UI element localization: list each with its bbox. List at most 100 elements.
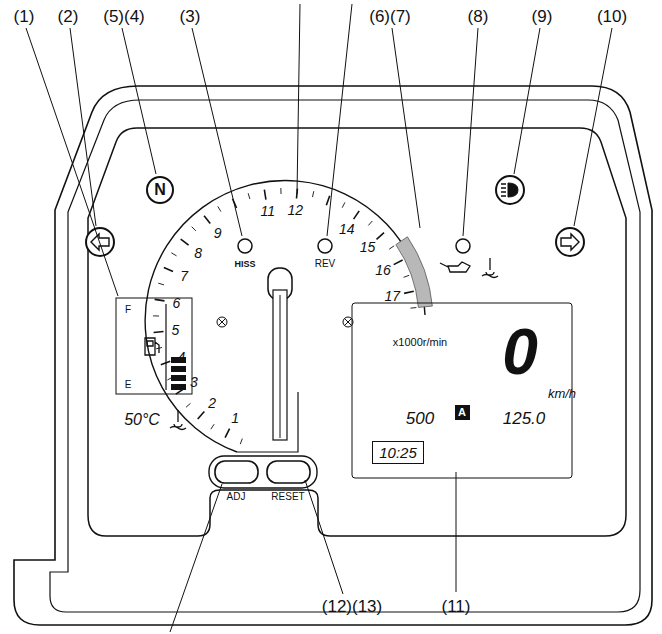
indicator-lamp: [318, 239, 332, 253]
tick-mark: [218, 206, 221, 211]
lamp-label: HISS: [234, 260, 255, 269]
neutral-lamp: N: [146, 176, 174, 204]
dial-number: 9: [214, 226, 222, 240]
fuel-bar: [171, 375, 186, 381]
fuel-full-mark: F: [125, 305, 131, 315]
callout-number: (1): [14, 8, 35, 25]
tick-mark: [312, 191, 313, 197]
callout-number: (5)(4): [103, 8, 145, 25]
indicator-lamp: [238, 239, 252, 253]
leader-line: [305, 480, 343, 594]
unit-label: x1000r/min: [393, 337, 447, 348]
left-arrow-icon: [91, 234, 109, 250]
tick-mark: [280, 188, 281, 194]
dial-number: 7: [180, 269, 188, 283]
tick-mark: [192, 227, 196, 231]
high-beam-lamp: [496, 176, 524, 204]
leader-line: [192, 28, 242, 236]
temperature-icon: [170, 410, 186, 430]
tick-mark: [198, 412, 205, 420]
callout-number: (12)(13): [322, 598, 382, 615]
fuel-pump-icon: [145, 338, 159, 355]
leader-line: [392, 28, 420, 228]
dial-number: 5: [172, 323, 180, 337]
headlight-icon: [508, 183, 518, 197]
temperature-readout: 50°C: [124, 412, 160, 428]
tachometer-face: [145, 181, 425, 452]
tick-mark: [186, 403, 191, 407]
dial-number: 16: [375, 263, 391, 277]
node-text: N: [154, 182, 166, 198]
speed-readout: 0: [502, 320, 538, 384]
headlight-beams: [501, 184, 506, 196]
leader-line: [514, 28, 540, 174]
reset-button: [267, 461, 310, 483]
tick-mark: [225, 429, 230, 438]
button-label: RESET: [271, 492, 304, 502]
unit-label: km/h: [548, 387, 576, 400]
button-label: ADJ: [227, 492, 246, 502]
screw-cross: [345, 319, 352, 326]
dial-number: 11: [261, 204, 276, 218]
leader-line: [170, 484, 222, 632]
tick-mark: [204, 216, 210, 224]
tick-mark: [368, 221, 372, 226]
turn-signal-lamp: [556, 228, 584, 256]
leader-line: [463, 28, 478, 236]
tick-mark: [164, 268, 173, 272]
tick-mark: [377, 233, 385, 240]
tachometer-ticks: [153, 188, 416, 444]
tick-mark: [158, 283, 164, 285]
tick-mark: [342, 202, 345, 207]
node-text: A: [458, 407, 466, 418]
leader-line: [456, 472, 457, 592]
tick-mark: [240, 439, 242, 445]
coolant-icon: [482, 258, 498, 278]
callout-number: (10): [597, 8, 627, 25]
fuel-empty-mark: E: [125, 380, 132, 390]
panel-face: [88, 128, 626, 536]
tick-mark: [404, 275, 410, 277]
tick-mark: [211, 424, 214, 429]
adj-button: [215, 461, 258, 483]
clock-box: 10:25: [372, 441, 424, 464]
tick-mark: [354, 211, 360, 219]
dial-number: 3: [190, 375, 198, 389]
dial-number: 4: [178, 350, 186, 364]
leader-line: [70, 28, 96, 226]
callout-number: (9): [532, 8, 553, 25]
needle-centerline: [280, 295, 281, 438]
node-text: 10:25: [379, 445, 417, 460]
callout-number: (6)(7): [369, 8, 411, 25]
fuel-bar: [171, 366, 186, 372]
tick-mark: [154, 331, 164, 334]
mode-badge: A: [455, 405, 470, 420]
turn-signal-lamp: [86, 228, 114, 256]
fuel-scale: [165, 304, 166, 390]
callout-number: (2): [58, 8, 79, 25]
tick-mark: [171, 253, 176, 256]
leader-line: [574, 28, 612, 226]
leader-line: [297, 4, 300, 194]
dial-number: 12: [288, 203, 304, 217]
tick-mark: [410, 307, 416, 309]
lamp-label: REV: [315, 259, 336, 269]
button-bezel: [209, 456, 317, 488]
leader-line: [122, 28, 156, 174]
tick-mark: [181, 239, 189, 245]
fuel-bar: [171, 384, 186, 390]
callout-number: (3): [180, 8, 201, 25]
trip-readout: 125.0: [503, 410, 546, 427]
tachometer-face-edge: [237, 392, 298, 452]
dial-number: 8: [194, 246, 202, 260]
dial-number: 17: [385, 289, 401, 303]
odometer-readout: 500: [406, 410, 434, 427]
callout-number: (11): [442, 598, 471, 615]
tick-mark: [394, 260, 403, 265]
tick-mark: [153, 315, 159, 316]
tick-mark: [404, 291, 414, 293]
tick-mark: [326, 196, 329, 205]
tick-mark: [389, 246, 394, 249]
